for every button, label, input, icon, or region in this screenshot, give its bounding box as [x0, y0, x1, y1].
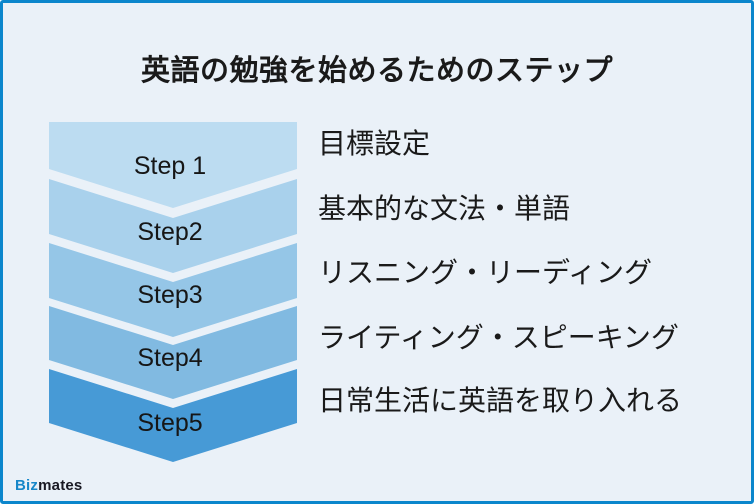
step-4-label: Step4 — [137, 344, 203, 372]
step-5-description: 日常生活に英語を取り入れる — [318, 385, 683, 416]
step-1-description: 目標設定 — [318, 128, 431, 159]
bizmates-logo-suffix: mates — [38, 477, 83, 494]
step-4-description: ライティング・スピーキング — [318, 322, 679, 353]
chevron-step-2 — [49, 179, 297, 273]
bizmates-logo: Bizmates — [15, 477, 82, 494]
chevron-step-5 — [49, 369, 297, 462]
chevron-step-1 — [49, 122, 297, 208]
chevron-step-3 — [49, 243, 297, 337]
step-3-label: Step3 — [137, 281, 203, 309]
step-2-label: Step2 — [137, 218, 203, 246]
step-5-label: Step5 — [137, 409, 203, 437]
page-title: 英語の勉強を始めるためのステップ — [140, 55, 613, 87]
step-2-description: 基本的な文法・単語 — [318, 193, 571, 224]
bizmates-logo-prefix: Biz — [15, 477, 39, 494]
step-3-description: リスニング・リーディング — [318, 257, 653, 288]
step-chevron-stack — [49, 122, 297, 462]
step-1-label: Step 1 — [133, 152, 207, 180]
chevron-step-4 — [49, 306, 297, 399]
